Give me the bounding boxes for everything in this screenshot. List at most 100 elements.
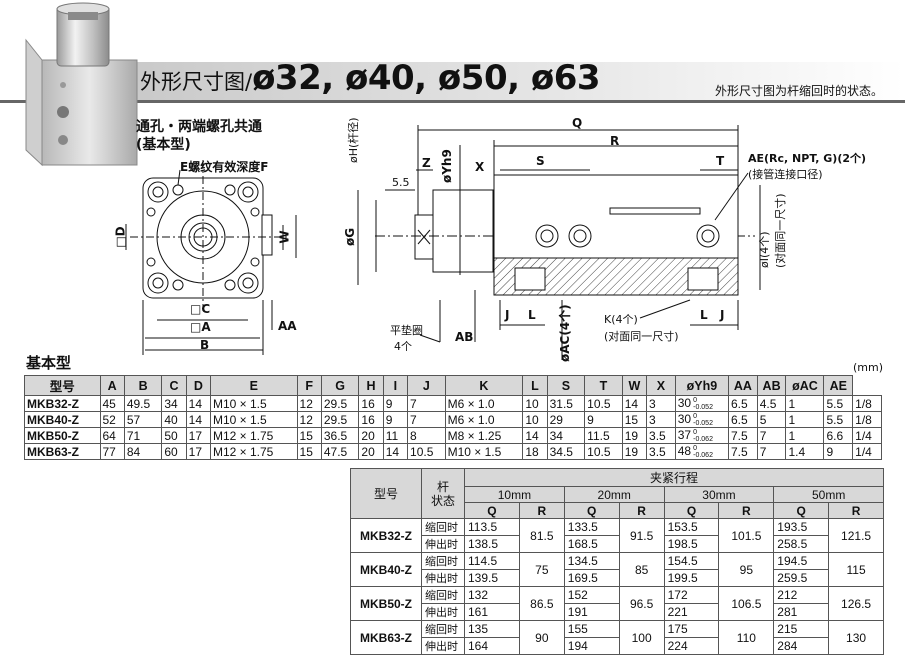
stroke-q-header: Q: [563, 502, 620, 519]
dims-header-cell: K: [444, 375, 524, 396]
table-cell: 10: [522, 411, 548, 428]
table-cell: 133.5: [563, 518, 620, 536]
table-cell: 6.5: [728, 395, 758, 412]
table-cell: MKB63-Z: [350, 620, 422, 655]
table-cell: 155: [563, 620, 620, 638]
table-cell: 215: [773, 620, 830, 638]
table-cell: 259.5: [773, 569, 830, 587]
stroke-q-header: Q: [464, 502, 520, 519]
table-cell: 6.5: [728, 411, 758, 428]
label-AB: AB: [455, 330, 474, 344]
table-cell: 57: [123, 411, 163, 428]
dims-header-cell: øAC: [785, 375, 825, 396]
table-cell: 20: [358, 443, 384, 460]
table-cell: 75: [518, 552, 565, 587]
table-cell: 1: [785, 411, 825, 428]
section-title: 基本型: [26, 354, 72, 372]
table-cell: 60: [161, 443, 187, 460]
table-cell: 17: [185, 443, 211, 460]
dims-header-cell: øYh9: [674, 375, 730, 396]
table-cell: 34: [161, 395, 187, 412]
label-washer-count: 4个: [394, 340, 412, 353]
tol-top: 0: [693, 428, 698, 436]
table-cell: 20: [358, 427, 384, 444]
table-cell: 3.5: [646, 443, 676, 460]
dims-header-cell: X: [646, 375, 676, 396]
yh9-value: 37: [677, 428, 692, 443]
yh9-tolerance: 0-0.062: [693, 445, 713, 459]
yh9-value: 30: [677, 396, 692, 411]
table-cell: MKB32-Z: [350, 518, 422, 553]
table-cell: 172: [663, 586, 720, 604]
table-cell: 缩回时: [421, 552, 465, 570]
table-cell: 86.5: [518, 586, 565, 621]
label-AE: AE(Rc, NPT, G)(2个): [748, 150, 866, 166]
table-cell: MKB50-Z: [350, 586, 422, 621]
table-cell: 45: [99, 395, 125, 412]
table-cell: 7: [756, 427, 787, 444]
stroke-q-header: Q: [773, 502, 830, 519]
yh9-value: 48: [677, 444, 692, 459]
table-cell: 缩回时: [421, 586, 465, 604]
table-cell: 5.5: [823, 395, 854, 412]
title-bar: [130, 62, 905, 100]
stroke-size-header: 10mm: [464, 486, 565, 503]
table-cell: 113.5: [464, 518, 520, 536]
label-T: T: [716, 154, 725, 168]
table-cell: 10: [522, 395, 548, 412]
table-cell: 29: [546, 411, 586, 428]
table-cell: 90: [518, 620, 565, 655]
table-cell: 1: [785, 427, 825, 444]
dims-header-cell: C: [161, 375, 187, 396]
table-cell: 52: [99, 411, 125, 428]
label-washer: 平垫圈: [390, 324, 423, 337]
table-cell: 14: [382, 443, 409, 460]
yh9-value: 30: [677, 412, 692, 427]
label-W: W: [277, 230, 292, 244]
label-Q: Q: [572, 116, 583, 130]
label-K: K(4个): [604, 313, 638, 326]
stroke-header-state: 杆 状态: [421, 468, 465, 519]
dims-header-cell: A: [99, 375, 125, 396]
table-cell: 1/4: [852, 443, 882, 460]
table-cell: 164: [464, 637, 520, 655]
table-cell: 7: [756, 443, 787, 460]
table-cell: 81.5: [518, 518, 565, 553]
table-cell: MKB32-Z: [24, 395, 101, 412]
table-cell: 7: [407, 395, 446, 412]
table-cell: 8: [407, 427, 446, 444]
stroke-header-model: 型号: [350, 468, 422, 519]
stroke-r-header: R: [828, 502, 884, 519]
table-cell: 49.5: [123, 395, 163, 412]
table-cell: 153.5: [663, 518, 720, 536]
stroke-size-header: 30mm: [663, 486, 775, 503]
table-cell: 7.5: [728, 427, 758, 444]
table-cell: 31.5: [546, 395, 586, 412]
table-cell: 伸出时: [421, 603, 465, 621]
table-cell: M6 × 1.0: [444, 411, 524, 428]
table-cell: M8 × 1.25: [444, 427, 524, 444]
dims-header-cell: AB: [756, 375, 787, 396]
label-5-5: 5.5: [392, 176, 410, 189]
table-cell: 29.5: [320, 395, 360, 412]
yh9-tolerance: 0-0.062: [693, 429, 713, 443]
table-cell: 3.5: [646, 427, 676, 444]
table-cell: 191: [563, 603, 620, 621]
table-cell: 161: [464, 603, 520, 621]
table-cell: 9: [382, 411, 409, 428]
table-cell: 194: [563, 637, 620, 655]
label-S: S: [536, 154, 545, 168]
label-AC: øAC(4个): [558, 304, 572, 362]
label-G: øG: [343, 227, 357, 246]
table-cell: 199.5: [663, 569, 720, 587]
table-cell: 5.5: [823, 411, 854, 428]
subtitle-line1: 通孔・两端螺孔共通: [136, 119, 262, 135]
subtitle-line2: (基本型): [136, 137, 191, 153]
